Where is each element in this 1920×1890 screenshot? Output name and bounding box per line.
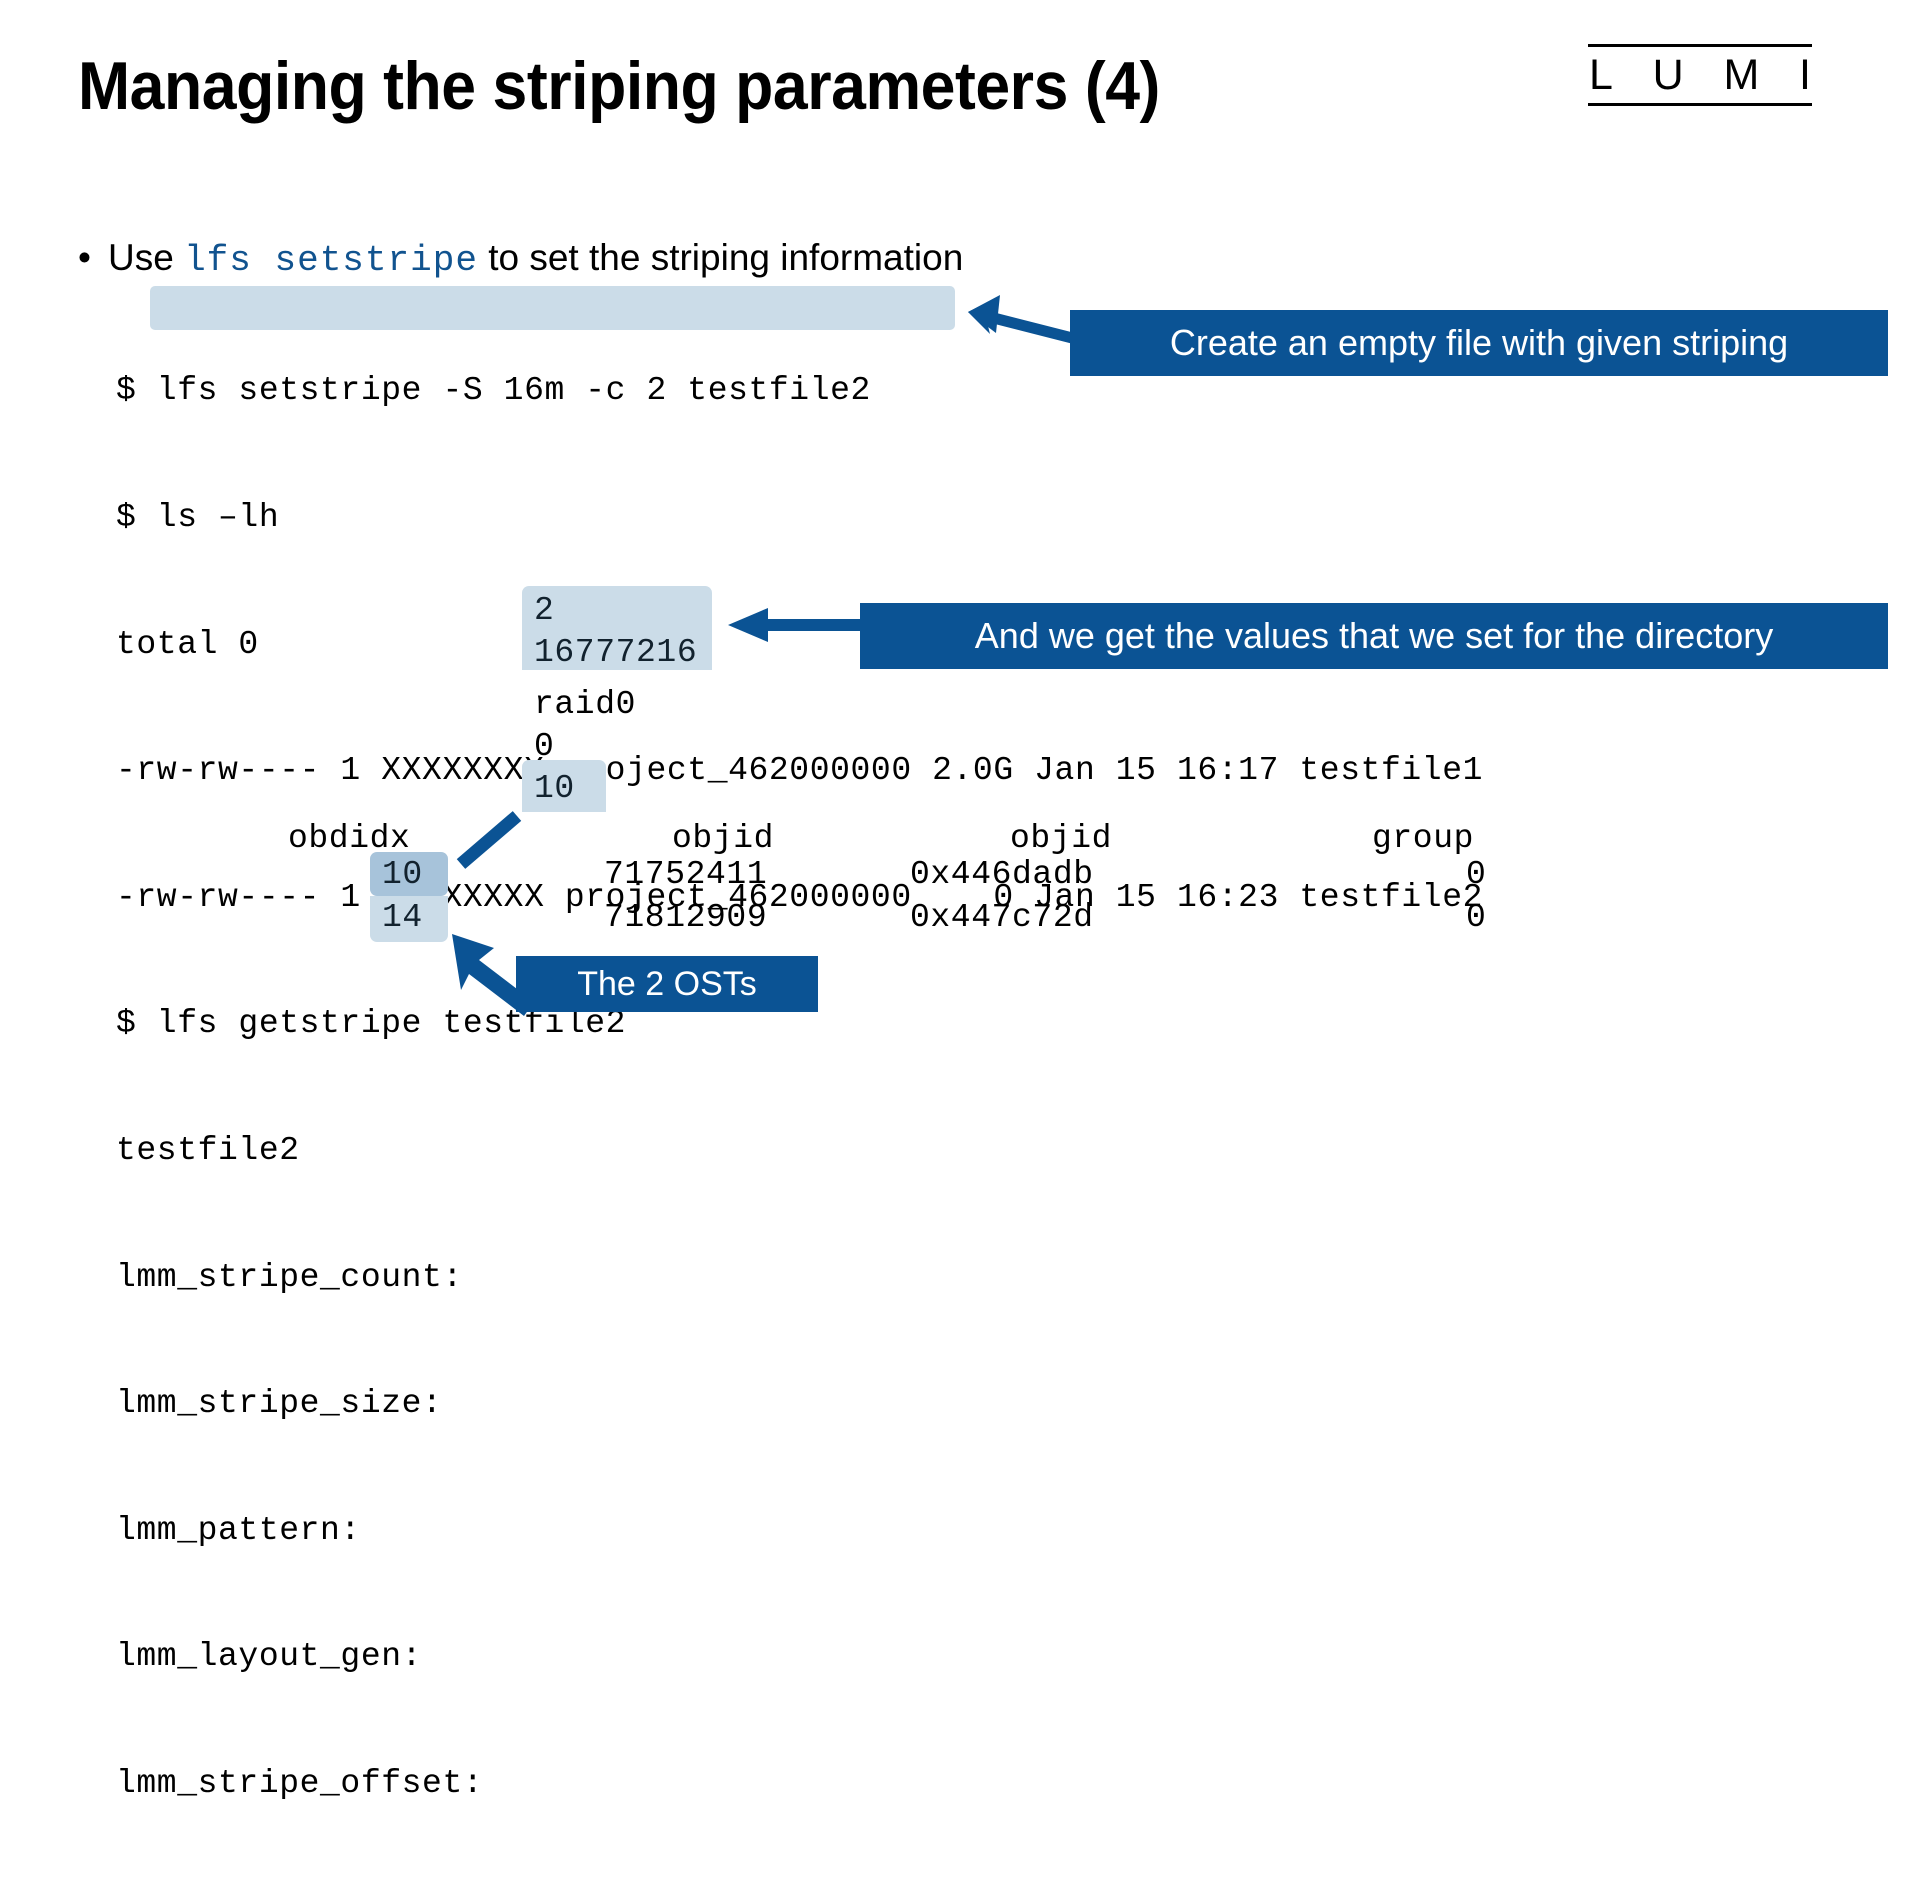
terminal-line: lmm_stripe_count: — [116, 1258, 463, 1296]
callout-two-osts-label: The 2 OSTs — [577, 964, 757, 1003]
ost-header-obdidx: obdidx — [288, 820, 411, 857]
logo-letter-u: U — [1652, 51, 1684, 99]
logo-letter-i: I — [1799, 51, 1811, 99]
terminal-line: lmm_stripe_size: — [116, 1385, 443, 1423]
arrow-to-osts-icon — [452, 934, 534, 1016]
callout-create-file-label: Create an empty file with given striping — [1169, 322, 1789, 363]
table-row: 0x447c72d — [910, 899, 1094, 936]
logo-letter-m: M — [1723, 51, 1760, 99]
logo-letters: L U M I — [1588, 53, 1812, 97]
table-row: 71812909 — [604, 899, 768, 936]
ost-header-objid-dec: objid — [672, 820, 775, 857]
highlight-obdidx-14 — [370, 896, 448, 942]
terminal-line: $ lfs setstripe -S 16m -c 2 testfile2 — [116, 372, 871, 410]
table-row: 10 — [382, 856, 423, 893]
bullet-item: • Use lfs setstripe to set the striping i… — [78, 236, 963, 283]
logo-letter-l: L — [1589, 51, 1613, 99]
ost-header-objid-hex: objid — [1010, 820, 1113, 857]
highlight-stripe-offset — [522, 760, 606, 812]
callout-values-set-label: And we get the values that we set for th… — [974, 615, 1774, 656]
table-row: 0 — [1466, 856, 1487, 893]
value-layout-gen: 0 — [534, 728, 555, 765]
value-stripe-offset: 10 — [534, 770, 575, 807]
table-row: 71752411 — [604, 856, 768, 893]
value-stripe-size: 16777216 — [534, 634, 698, 671]
terminal-line: -rw-rw---- 1 XXXXXXXX project_462000000 … — [116, 878, 1484, 916]
value-pattern: raid0 — [534, 686, 637, 723]
terminal-output: $ lfs setstripe -S 16m -c 2 testfile2 $ … — [116, 286, 1483, 1890]
highlight-stripe-values — [522, 586, 712, 670]
slide-canvas: Managing the striping parameters (4) L U… — [78, 44, 1888, 1802]
table-row: 14 — [382, 899, 423, 936]
terminal-line: lmm_stripe_offset: — [116, 1764, 484, 1802]
highlight-obdidx-10 — [370, 852, 448, 896]
inline-code-lfs-setstripe: lfs setstripe — [184, 240, 478, 281]
ost-header-group: group — [1372, 820, 1475, 857]
bullet-text-before: Use — [108, 237, 185, 278]
page-title: Managing the striping parameters (4) — [78, 48, 1160, 124]
terminal-line: total 0 — [116, 625, 259, 663]
terminal-line: lmm_pattern: — [116, 1511, 361, 1549]
bullet-text-after: to set the striping information — [477, 237, 964, 278]
terminal-line: testfile2 — [116, 1131, 300, 1169]
logo-rule-bottom — [1588, 103, 1812, 106]
callout-two-osts: The 2 OSTs — [516, 956, 818, 1012]
terminal-line: lmm_layout_gen: — [116, 1638, 423, 1676]
terminal-line: $ ls –lh — [116, 499, 280, 536]
callout-create-file: Create an empty file with given striping — [1070, 310, 1888, 376]
table-row: 0 — [1466, 899, 1487, 936]
callout-values-set: And we get the values that we set for th… — [860, 603, 1888, 669]
highlight-setstripe-command — [150, 286, 955, 330]
logo-rule-top — [1588, 44, 1812, 47]
value-stripe-count: 2 — [534, 592, 555, 629]
lumi-logo: L U M I — [1588, 44, 1812, 106]
table-row: 0x446dadb — [910, 856, 1094, 893]
arrow-obdidx-to-offset-icon — [456, 811, 522, 869]
bullet-marker: • — [78, 237, 91, 278]
terminal-line: -rw-rw---- 1 XXXXXXXX project_462000000 … — [116, 752, 1484, 790]
arrow-to-stripe-values-icon — [728, 608, 864, 642]
